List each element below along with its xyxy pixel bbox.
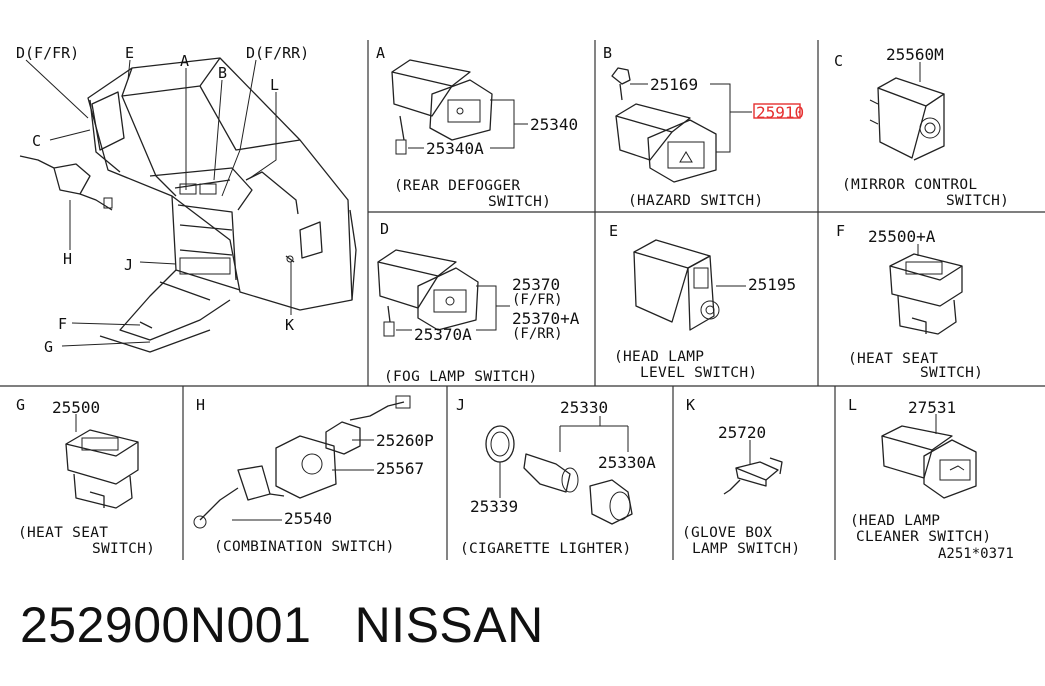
panel-a-rear-defogger: A 25340 25340A (REAR DEFOGGER SWITCH)	[376, 44, 578, 210]
panel-j-part-25339: 25339	[470, 497, 518, 516]
heat-seat-switch-f-drawing	[889, 253, 963, 335]
panel-f-letter: F	[836, 222, 845, 240]
panel-k-letter: K	[686, 396, 695, 414]
panel-g-part-25500: 25500	[52, 398, 100, 417]
panel-k-part-25720: 25720	[718, 423, 766, 442]
panel-f-caption-line2: SWITCH)	[920, 365, 983, 381]
heat-seat-switch-g-drawing	[65, 429, 139, 509]
panel-h-part-25540: 25540	[284, 509, 332, 528]
head-lamp-level-switch-drawing	[633, 239, 720, 331]
panel-d-part-25370-a-note: (F/RR)	[512, 326, 563, 342]
grid-lines	[0, 40, 1045, 560]
panel-b-part-25910: 25910	[756, 103, 804, 122]
panel-g-letter: G	[16, 396, 25, 414]
panel-a-part-25340: 25340	[530, 115, 578, 134]
panel-d-part-25370-a: 25370+A	[512, 309, 580, 328]
cigarette-lighter-drawing	[485, 425, 633, 525]
callout-b: B	[218, 64, 227, 82]
panel-c-caption-line1: (MIRROR CONTROL	[842, 177, 977, 193]
panel-a-caption-line1: (REAR DEFOGGER	[394, 178, 520, 194]
callout-j: J	[124, 256, 133, 274]
panel-c-mirror-control: C 25560M (MIRROR CONTROL SWITCH)	[834, 45, 1009, 209]
panel-d-letter: D	[380, 220, 389, 238]
callout-d-front-right: D(F/FR)	[16, 44, 79, 62]
highlight-box	[753, 103, 801, 119]
glove-box-lamp-switch-drawing	[723, 457, 783, 495]
panel-k-caption-line1: (GLOVE BOX	[682, 525, 772, 541]
mirror-control-switch-drawing	[869, 77, 945, 161]
combination-switch-thumbnail	[19, 155, 113, 211]
panel-d-fog-lamp: D 25370 (F/FR) 25370+A (F/RR) 25370A (FO…	[377, 220, 580, 385]
panel-g-caption-line2: SWITCH)	[92, 541, 155, 557]
footer-part-number: 252900N001	[20, 597, 312, 653]
drawing-reference-number: A251*0371	[938, 546, 1014, 562]
hazard-switch-drawing	[611, 67, 717, 183]
panel-e-caption-line1: (HEAD LAMP	[614, 349, 704, 365]
panel-k-caption-line2: LAMP SWITCH)	[692, 541, 800, 557]
panel-j-part-25330a: 25330A	[598, 453, 656, 472]
panel-j-letter: J	[456, 396, 465, 414]
panel-f-caption-line1: (HEAT SEAT	[848, 351, 938, 367]
callout-a: A	[180, 52, 189, 70]
panel-j-cigarette-lighter: J 25330 25330A 25339 (CIGARETTE LIGHTER)	[456, 396, 656, 557]
panel-d-part-25370: 25370	[512, 275, 560, 294]
callout-h: H	[63, 250, 72, 268]
panel-g-heat-seat: G 25500 (HEAT SEAT SWITCH)	[16, 396, 155, 557]
panel-c-letter: C	[834, 52, 843, 70]
rear-defogger-switch-drawing	[391, 59, 493, 155]
panel-d-part-25370-note: (F/FR)	[512, 292, 563, 308]
callout-l: L	[270, 76, 279, 94]
panel-a-letter: A	[376, 44, 385, 62]
panel-h-combination: H 25260P 25567 25540 (COMBINATION SWITCH…	[193, 395, 434, 555]
panel-h-part-25260p: 25260P	[376, 431, 434, 450]
footer-brand: NISSAN	[354, 597, 544, 653]
panel-l-head-lamp-cleaner: L 27531 (HEAD LAMP CLEANER SWITCH) A251*…	[848, 396, 1014, 562]
panel-b-caption: (HAZARD SWITCH)	[628, 193, 763, 209]
panel-e-caption-line2: LEVEL SWITCH)	[640, 365, 757, 381]
fog-lamp-switch-drawing	[377, 249, 479, 337]
combination-switch-drawing	[193, 395, 411, 529]
panel-d-part-25370a: 25370A	[414, 325, 472, 344]
panel-a-caption-line2: SWITCH)	[488, 194, 551, 210]
panel-d-caption: (FOG LAMP SWITCH)	[384, 369, 538, 385]
panel-f-part-25500-a: 25500+A	[868, 227, 936, 246]
panel-h-letter: H	[196, 396, 205, 414]
panel-g-caption-line1: (HEAT SEAT	[18, 525, 108, 541]
panel-b-letter: B	[603, 44, 612, 62]
callout-g: G	[44, 338, 53, 356]
panel-b-part-25169: 25169	[650, 75, 698, 94]
panel-c-caption-line2: SWITCH)	[946, 193, 1009, 209]
overview-leaders	[25, 59, 292, 347]
callout-d-front-rear: D(F/RR)	[246, 44, 309, 62]
panel-j-part-25330: 25330	[560, 398, 608, 417]
panel-a-part-25340a: 25340A	[426, 139, 484, 158]
panel-e-part-25195: 25195	[748, 275, 796, 294]
panel-b-hazard: B 25169 25910 (HAZARD SWITCH)	[603, 44, 804, 209]
callout-f: F	[58, 315, 67, 333]
panel-l-part-27531: 27531	[908, 398, 956, 417]
dashboard-overview: D(F/FR) E A B D(F/RR) L C H J F G K	[16, 44, 357, 356]
callout-c: C	[32, 132, 41, 150]
panel-k-glove-box: K 25720 (GLOVE BOX LAMP SWITCH)	[682, 396, 800, 557]
dashboard-drawing	[87, 57, 357, 353]
panel-l-caption-line1: (HEAD LAMP	[850, 513, 940, 529]
panel-l-caption-line2: CLEANER SWITCH)	[856, 529, 991, 545]
panel-f-heat-seat: F 25500+A (HEAT SEAT SWITCH)	[836, 222, 983, 381]
head-lamp-cleaner-switch-drawing	[881, 425, 977, 499]
panel-e-letter: E	[609, 222, 618, 240]
panel-h-part-25567: 25567	[376, 459, 424, 478]
panel-e-head-lamp-level: E 25195 (HEAD LAMP LEVEL SWITCH)	[609, 222, 796, 381]
callout-e: E	[125, 44, 134, 62]
panel-l-letter: L	[848, 396, 857, 414]
panel-j-caption: (CIGARETTE LIGHTER)	[460, 541, 632, 557]
callout-k: K	[285, 316, 294, 334]
panel-h-caption: (COMBINATION SWITCH)	[214, 539, 395, 555]
footer-caption: 252900N001 NISSAN	[20, 596, 544, 654]
panel-c-part-25560m: 25560M	[886, 45, 944, 64]
